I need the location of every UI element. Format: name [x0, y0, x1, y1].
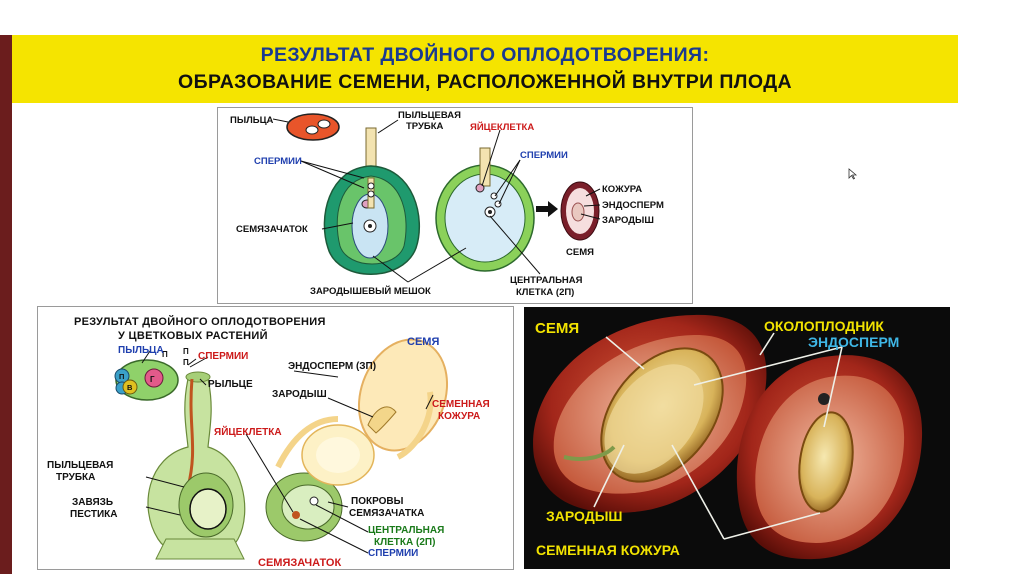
label-seed-coat: КОЖУРА [602, 184, 642, 195]
label-embryo-b: ЗАРОДЫШ [272, 389, 327, 400]
label-ovary-2: ПЕСТИКА [70, 509, 117, 520]
label-sperm-right: СПЕРМИИ [520, 150, 568, 161]
label-endosperm-b: ЭНДОСПЕРМ (ЗП) [288, 361, 376, 372]
arrow-to-seed [536, 201, 558, 217]
panel-b-title-1: РЕЗУЛЬТАТ ДВОЙНОГО ОПЛОДОТВОРЕНИЯ [74, 315, 326, 328]
cell-letter-p-left: П [119, 372, 124, 381]
label-seed-b: СЕМЯ [407, 336, 439, 348]
label-integument-2: СЕМЯЗАЧАТКА [349, 508, 424, 519]
slide-title-bar: РЕЗУЛЬТАТ ДВОЙНОГО ОПЛОДОТВОРЕНИЯ: ОБРАЗ… [12, 35, 958, 103]
label-sperm-b: СПЕРМИИ [198, 351, 248, 362]
cell-letter-g: Г [150, 375, 155, 384]
label-pollen-tube-b-1: ПЫЛЬЦЕВАЯ [47, 460, 113, 471]
cell-letter-v: В [127, 383, 133, 392]
label-ovule-b: СЕМЯЗАЧАТОК [258, 557, 341, 569]
sperm-cell-in-pollen [306, 126, 318, 134]
label-sperm-bottom: СПЕРМИИ [368, 548, 418, 559]
sperm-cell-in-pollen [318, 120, 330, 128]
panel-b-title-2: У ЦВЕТКОВЫХ РАСТЕНИЙ [118, 329, 268, 342]
fruit-photo-drawing: СЕМЯ ОКОЛОПЛОДНИК ЭНДОСПЕРМ ЗАРОДЫШ СЕМЕ… [524, 307, 950, 569]
cell-letter-p2: П [183, 358, 189, 367]
label-stigma: РЫЛЬЦЕ [208, 379, 253, 390]
label-pollen-tube-b-2: ТРУБКА [56, 472, 95, 483]
label-central-cell-2: КЛЕТКА (2П) [516, 287, 574, 298]
mouse-cursor-icon [848, 168, 858, 180]
label-seed: СЕМЯ [566, 247, 594, 258]
photo-label-seed: СЕМЯ [535, 320, 579, 337]
left-edge-band [0, 35, 12, 574]
label-egg-cell: ЯЙЦЕКЛЕТКА [470, 121, 534, 133]
egg-cell-2 [476, 184, 484, 192]
cell-letter-p1: П [183, 347, 189, 356]
fruit-cross-section-photo: СЕМЯ ОКОЛОПЛОДНИК ЭНДОСПЕРМ ЗАРОДЫШ СЕМЕ… [524, 307, 950, 569]
slide-title-line-2: ОБРАЗОВАНИЕ СЕМЕНИ, РАСПОЛОЖЕННОЙ ВНУТРИ… [178, 69, 792, 96]
label-egg-cell-b: ЯЙЦЕКЛЕТКА [214, 425, 282, 438]
photo-label-pericarp: ОКОЛОПЛОДНИК [764, 318, 884, 334]
photo-label-seed-coat: СЕМЕННАЯ КОЖУРА [536, 542, 680, 558]
photo-label-embryo: ЗАРОДЫШ [546, 508, 623, 524]
slide-title-line-1: РЕЗУЛЬТАТ ДВОЙНОГО ОПЛОДОТВОРЕНИЯ: [261, 42, 710, 69]
label-seed-coat-b-2: КОЖУРА [438, 411, 480, 422]
label-sperm-left: СПЕРМИИ [254, 156, 302, 167]
label-central-cell-b-2: КЛЕТКА (2П) [374, 537, 435, 548]
photo-label-endosperm: ЭНДОСПЕРМ [808, 334, 899, 350]
label-embryo: ЗАРОДЫШ [602, 215, 654, 226]
label-pollen: ПЫЛЬЦА [230, 115, 274, 126]
central-cell-bottom [310, 497, 318, 505]
label-embryo-sac: ЗАРОДЫШЕВЫЙ МЕШОК [310, 285, 431, 297]
label-integument-1: ПОКРОВЫ [351, 496, 404, 507]
label-pollen-tube-1: ПЫЛЬЦЕВАЯ [398, 110, 461, 121]
flowering-plants-diagram-panel: РЕЗУЛЬТАТ ДВОЙНОГО ОПЛОДОТВОРЕНИЯ У ЦВЕТ… [37, 306, 514, 570]
label-endosperm: ЭНДОСПЕРМ [602, 200, 664, 211]
label-pollen-tube-2: ТРУБКА [406, 121, 444, 132]
label-central-cell-b-1: ЦЕНТРАЛЬНАЯ [368, 525, 444, 536]
label-central-cell-1: ЦЕНТРАЛЬНАЯ [510, 275, 583, 286]
label-pollen-b: ПЫЛЬЦА [118, 345, 164, 356]
fertilization-schematic: ПЫЛЬЦА ПЫЛЬЦЕВАЯ ТРУБКА СПЕРМИИ ЯЙЦЕКЛЕТ… [218, 108, 692, 303]
flowering-plants-diagram: РЕЗУЛЬТАТ ДВОЙНОГО ОПЛОДОТВОРЕНИЯ У ЦВЕТ… [38, 307, 513, 569]
label-seed-coat-b-1: СЕМЕННАЯ [432, 399, 490, 410]
egg-cell-bottom [292, 511, 300, 519]
stigma [186, 372, 210, 382]
label-ovule: СЕМЯЗАЧАТОК [236, 224, 308, 235]
label-ovary-1: ЗАВЯЗЬ [72, 497, 113, 508]
fertilization-schematic-panel: ПЫЛЬЦА ПЫЛЬЦЕВАЯ ТРУБКА СПЕРМИИ ЯЙЦЕКЛЕТ… [217, 107, 693, 304]
